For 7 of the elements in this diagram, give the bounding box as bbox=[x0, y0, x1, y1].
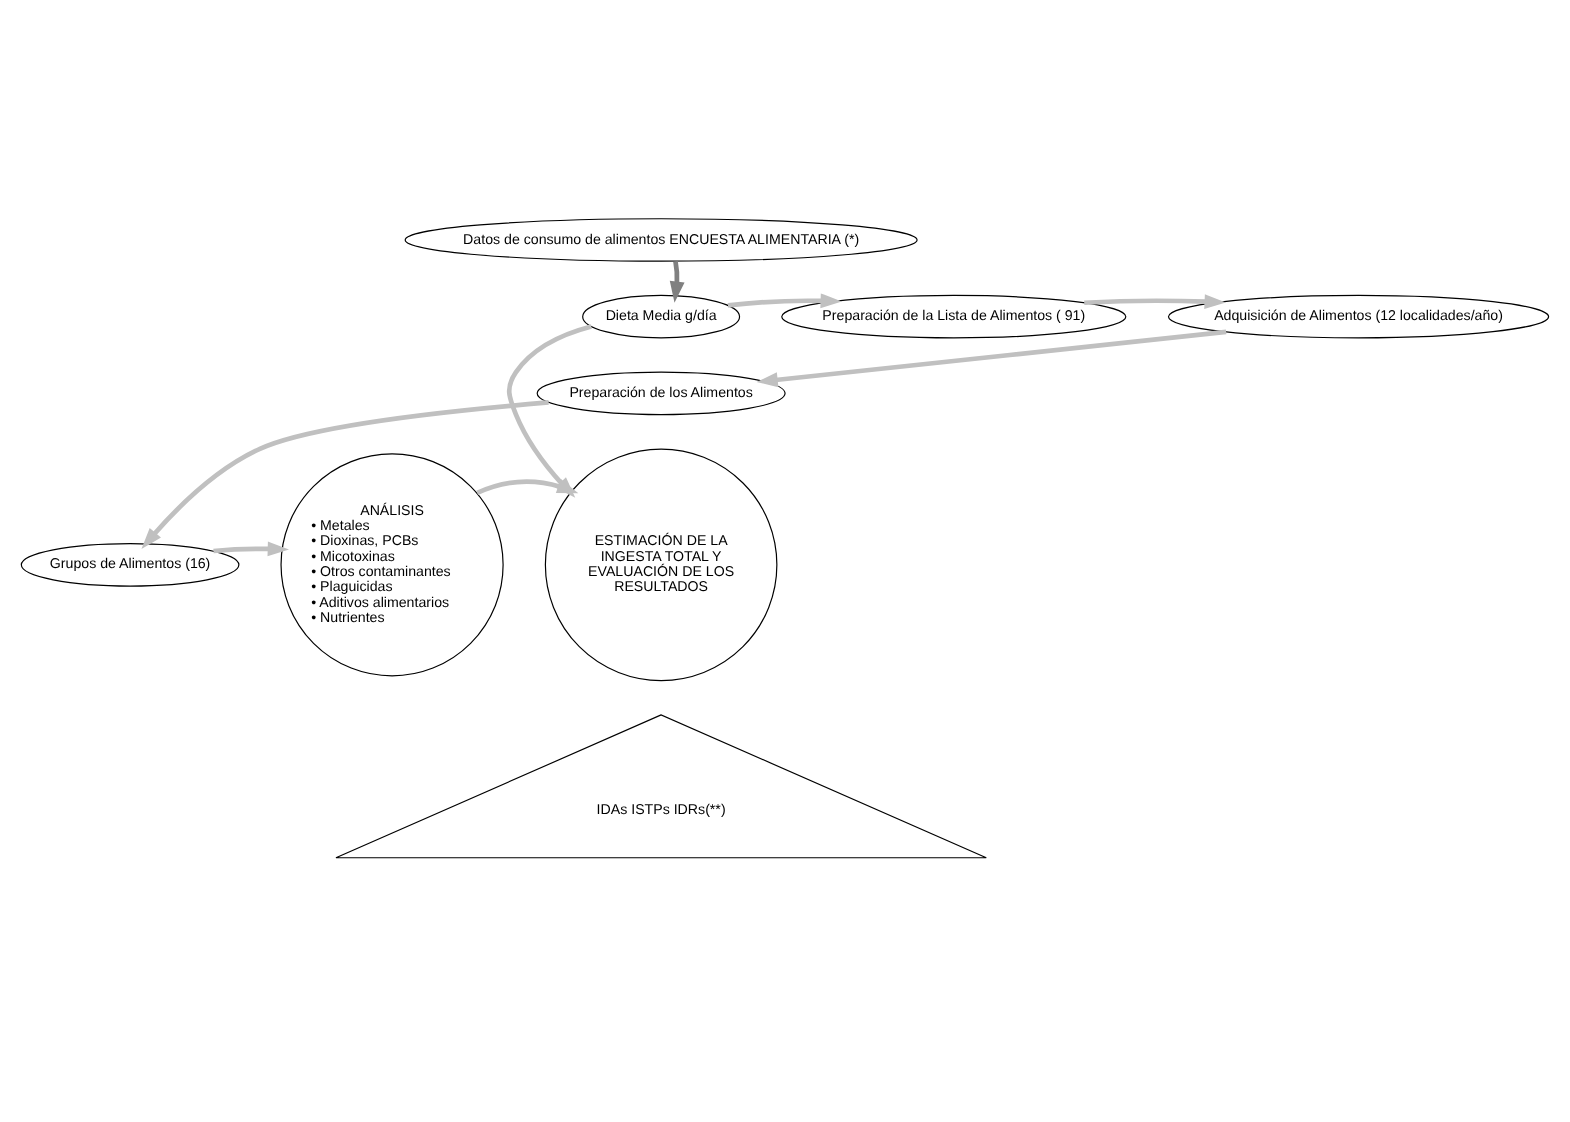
arrow bbox=[141, 399, 549, 548]
arrow bbox=[727, 292, 842, 308]
arrow bbox=[476, 478, 579, 494]
arrow bbox=[669, 260, 685, 302]
arrow bbox=[1084, 293, 1226, 309]
arrow bbox=[213, 540, 289, 556]
arrow bbox=[756, 328, 1227, 387]
